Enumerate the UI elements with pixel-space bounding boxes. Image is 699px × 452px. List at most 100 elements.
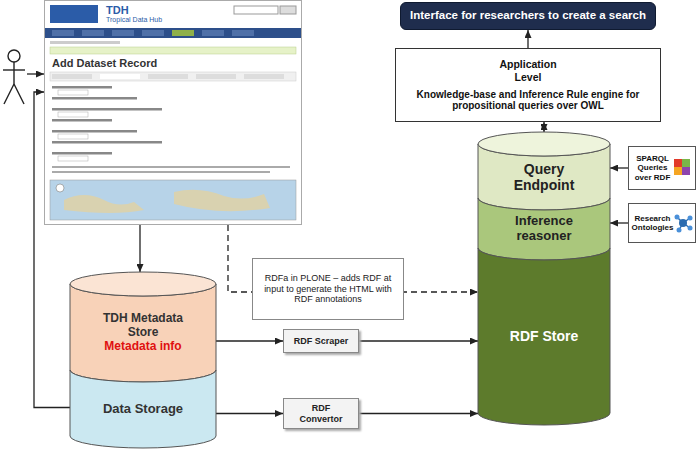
text-area: SPARQL Queries over RDF [632,147,673,189]
text-area: TDH Metadata StoreMetadata info [74,297,212,369]
decor-path [64,195,144,213]
decor-rect [45,1,302,225]
decor-rect [50,47,296,54]
screenshot-illustration [44,0,302,225]
decor-rect [45,28,301,38]
decor-rect [50,180,296,220]
query-endpoint-cylinder: Query Endpoint [478,132,610,210]
decor-rect [52,152,112,155]
decor-rect [52,97,137,100]
decor-rect [52,86,112,89]
node-text: RDF Scraper [294,336,349,346]
decor-circle [677,228,682,233]
node-text: TDH [106,4,129,16]
text-area: Research Ontologies [632,204,673,242]
rdf-convertor-box: RDF Convertor [283,398,359,429]
connector [527,30,528,48]
cylinder-body [478,198,610,260]
node-text: Tropical Data Hub [106,16,162,24]
cylinder-body [70,284,216,382]
decor-rect [52,166,290,168]
decor-rect [52,108,162,111]
user-body [13,62,14,84]
node-text: Metadata info [104,340,181,354]
cylinder-body [478,248,610,425]
node-text: RDF Convertor [290,403,352,424]
decor-rect [58,134,88,139]
decor-rect [52,74,92,79]
connector [610,222,628,223]
decor-rect [52,130,137,133]
sparql-box: SPARQL Queries over RDF [628,146,696,190]
node-text: Inference reasoner [499,214,589,244]
decor-rect [52,141,162,144]
node-text: TDH Metadata Store [88,312,198,340]
decor-rect [674,167,682,175]
text-area: TDHTropical Data HubAdd Dataset Record [44,0,302,225]
data-storage-cylinder: Data Storage [70,358,216,448]
decor-rect [232,30,254,36]
decor-circle [675,215,680,220]
connector [359,340,478,341]
ontologies-box: Research Ontologies [628,203,696,243]
web-screenshot: TDHTropical Data HubAdd Dataset Record [44,0,302,225]
inference-reasoner-cylinder: Inference reasoner [478,186,610,260]
rdf-store-cylinder: RDF Store [478,236,610,425]
text-area: RDF Convertor [284,399,358,428]
text-area: RDF Store [482,261,606,412]
rdfa-callout: RDFa in PLONE – adds RDF at input to gen… [252,258,404,320]
decor-rect [50,41,120,44]
connector [216,340,283,341]
decor-rect [58,112,88,117]
node-text: Add Dataset Record [52,57,157,69]
decor-rect [674,159,682,167]
decor-rect [58,90,88,95]
decor-rect [244,74,284,79]
decor-rect [148,74,188,79]
node-text: Knowledge-base and Inference Rule engine… [402,89,654,112]
node-text: Application Level [488,58,568,82]
user-arrow [27,73,44,74]
icon-holder [673,158,693,178]
cylinder-body [70,370,216,448]
rdf-scraper-box: RDF Scraper [283,329,359,353]
decor-circle [688,216,693,221]
decor-rect [112,30,134,36]
node-text: SPARQL Queries over RDF [632,154,673,182]
ontology-icon [673,213,693,233]
text-area: Query Endpoint [482,157,606,197]
decor-rect [52,30,74,36]
node-text: RDF Store [510,328,578,344]
icon-holder [673,213,693,233]
cylinder-cap [70,272,216,296]
decor-rect [280,6,296,14]
decor-rect [172,30,194,36]
decor-rect [682,159,690,167]
text-area: RDF Scraper [284,330,358,352]
decor-circle [56,184,64,192]
application-box: Application LevelKnowledge-base and Infe… [395,48,661,122]
text-area: Application LevelKnowledge-base and Infe… [396,49,660,121]
decor-circle [688,226,693,231]
node-text: Query Endpoint [499,161,589,193]
node-text: Interface for researchers to create a se… [410,9,646,22]
decor-rect [202,30,224,36]
decor-rect [142,30,164,36]
connector [543,122,544,132]
node-text: RDFa in PLONE – adds RDF at input to gen… [259,273,397,304]
connector [139,225,140,272]
decor-rect [50,5,98,23]
sparql-icon [673,158,691,176]
decor-rect [682,167,690,175]
decor-rect [82,30,104,36]
user-leg [4,84,14,104]
text-area: Inference reasoner [482,211,606,247]
metadata-store-cylinder: TDH Metadata StoreMetadata info [70,272,216,382]
decor-rect [50,72,296,81]
decor-rect [52,171,270,173]
user-figure [3,50,25,104]
cylinder-cap [478,132,610,156]
decor-path [174,190,270,211]
